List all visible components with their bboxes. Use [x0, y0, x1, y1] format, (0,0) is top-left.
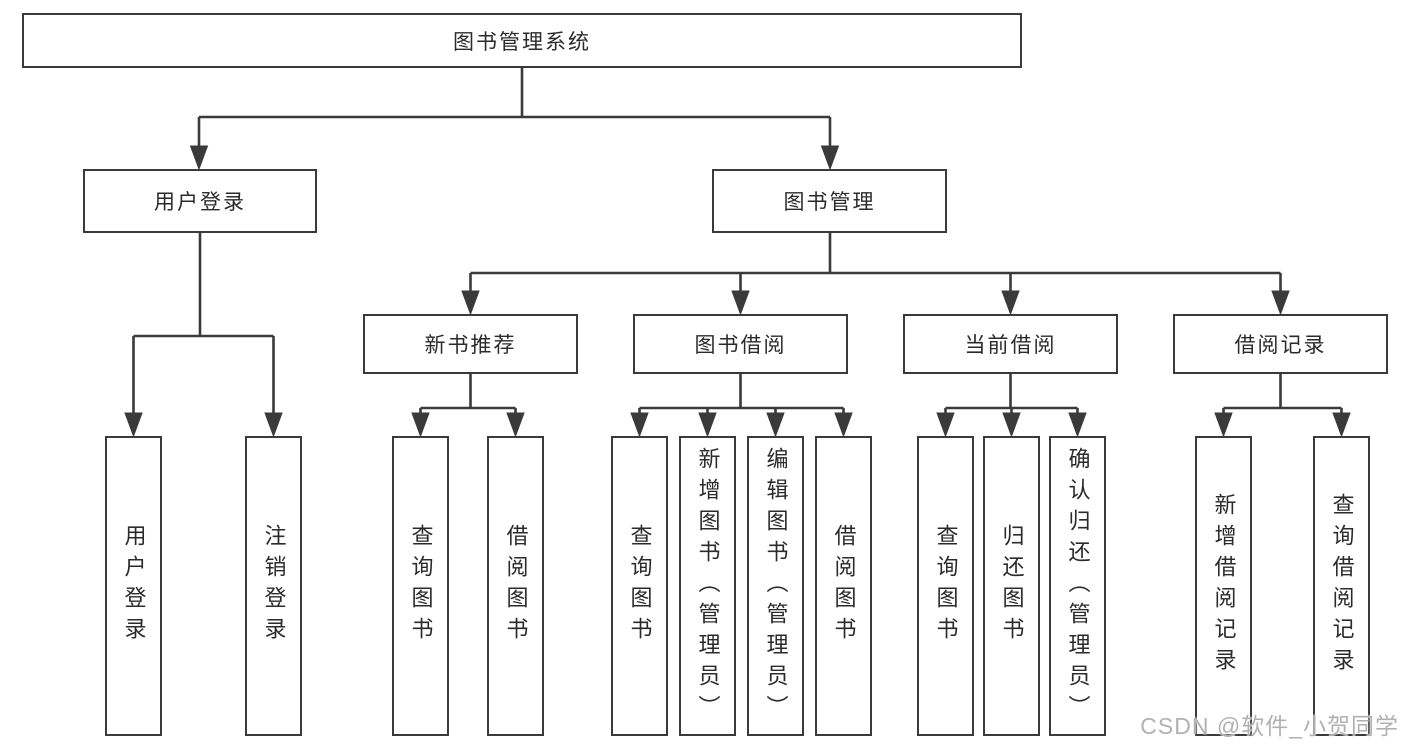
node-book-management: 图书管理 [712, 169, 947, 233]
node-label: 编辑图书（管理员） [763, 446, 789, 726]
node-label: 查询图书 [933, 524, 959, 648]
node-label: 新书推荐 [424, 334, 517, 357]
node-edit-books-admin: 编辑图书（管理员） [747, 436, 804, 736]
arrowheads [124, 145, 1351, 438]
node-label: 借阅图书 [831, 524, 857, 648]
node-label: 图书管理系统 [453, 30, 591, 54]
node-new-book-recommendation: 新书推荐 [363, 314, 578, 374]
node-book-borrowing: 图书借阅 [633, 314, 848, 374]
node-return-books: 归还图书 [983, 436, 1040, 736]
node-label: 图书管理 [783, 191, 876, 214]
node-label: 新增图书（管理员） [695, 446, 721, 726]
node-label: 新增借阅记录 [1211, 493, 1237, 679]
node-query-books-3: 查询图书 [917, 436, 974, 736]
node-add-books-admin: 新增图书（管理员） [679, 436, 736, 736]
node-borrowing-records: 借阅记录 [1173, 314, 1388, 374]
node-library-management-system: 图书管理系统 [22, 13, 1022, 68]
node-current-borrowing: 当前借阅 [903, 314, 1118, 374]
node-label: 借阅记录 [1234, 334, 1327, 357]
node-label: 注销登录 [261, 524, 287, 648]
node-label: 确认归还（管理员） [1065, 446, 1091, 726]
node-query-borrow-record: 查询借阅记录 [1313, 436, 1370, 736]
node-query-books-2: 查询图书 [611, 436, 668, 736]
node-query-books-1: 查询图书 [392, 436, 449, 736]
node-borrow-books-1: 借阅图书 [487, 436, 544, 736]
node-user-login-leaf: 用户登录 [105, 436, 162, 736]
node-confirm-return-admin: 确认归还（管理员） [1049, 436, 1106, 736]
node-label: 查询图书 [627, 524, 653, 648]
node-label: 当前借阅 [964, 334, 1057, 357]
node-borrow-books-2: 借阅图书 [815, 436, 872, 736]
node-label: 查询图书 [408, 524, 434, 648]
node-logout-leaf: 注销登录 [245, 436, 302, 736]
node-user-login: 用户登录 [83, 169, 317, 233]
node-label: 用户登录 [154, 191, 246, 214]
node-label: 图书借阅 [694, 334, 787, 357]
node-label: 借阅图书 [503, 524, 529, 648]
node-label: 归还图书 [999, 524, 1025, 648]
node-label: 查询借阅记录 [1329, 493, 1355, 679]
node-add-borrow-record: 新增借阅记录 [1195, 436, 1252, 736]
node-label: 用户登录 [121, 524, 147, 648]
